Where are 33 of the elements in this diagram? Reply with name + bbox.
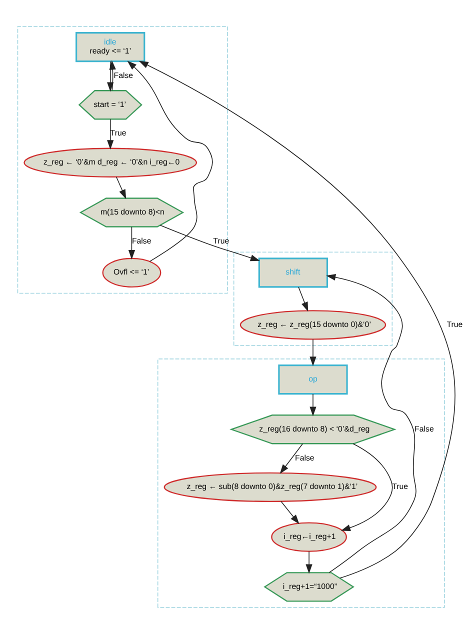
arrow xyxy=(128,226,136,260)
arrow xyxy=(326,273,416,572)
arrow xyxy=(298,286,308,312)
arrow xyxy=(160,224,260,261)
node-ellipse: z_reg ← sub(8 downto 0)&z_reg(7 downto 1)&‘1’ xyxy=(164,472,377,502)
arrow xyxy=(280,500,300,524)
arrow xyxy=(310,338,316,366)
node-box: shift xyxy=(258,257,328,288)
edge-label: False xyxy=(414,424,434,433)
node-box: op xyxy=(278,364,348,394)
cluster xyxy=(157,358,445,608)
arrow xyxy=(109,60,116,90)
edge-label: True xyxy=(110,128,126,138)
arrow xyxy=(280,442,304,474)
arrow xyxy=(116,176,126,199)
edge-label: False xyxy=(114,70,134,80)
node-ellipse: z_reg ← z_reg(15 downto 0)&‘0’ xyxy=(240,310,386,340)
arrow xyxy=(306,550,312,574)
node-ellipse: i_reg←i_reg+1 xyxy=(271,522,347,552)
node-box: idle ready <= ‘1’ xyxy=(76,32,146,62)
cluster xyxy=(233,251,393,346)
arrow xyxy=(310,393,316,416)
arrow xyxy=(127,60,213,262)
edge-label: False xyxy=(132,236,152,245)
arrow xyxy=(107,118,114,150)
edge-label: True xyxy=(213,236,230,245)
edge-label: True xyxy=(446,319,463,328)
edge-label: False xyxy=(295,452,314,462)
arrow xyxy=(340,442,393,530)
node-ellipse: Ovfl <= ‘1’ xyxy=(102,257,162,288)
cluster xyxy=(17,26,228,294)
arrow xyxy=(138,60,456,578)
node-ellipse: z_reg ← ‘0’&m d_reg ← ‘0’&n i_reg←0 xyxy=(24,147,198,177)
